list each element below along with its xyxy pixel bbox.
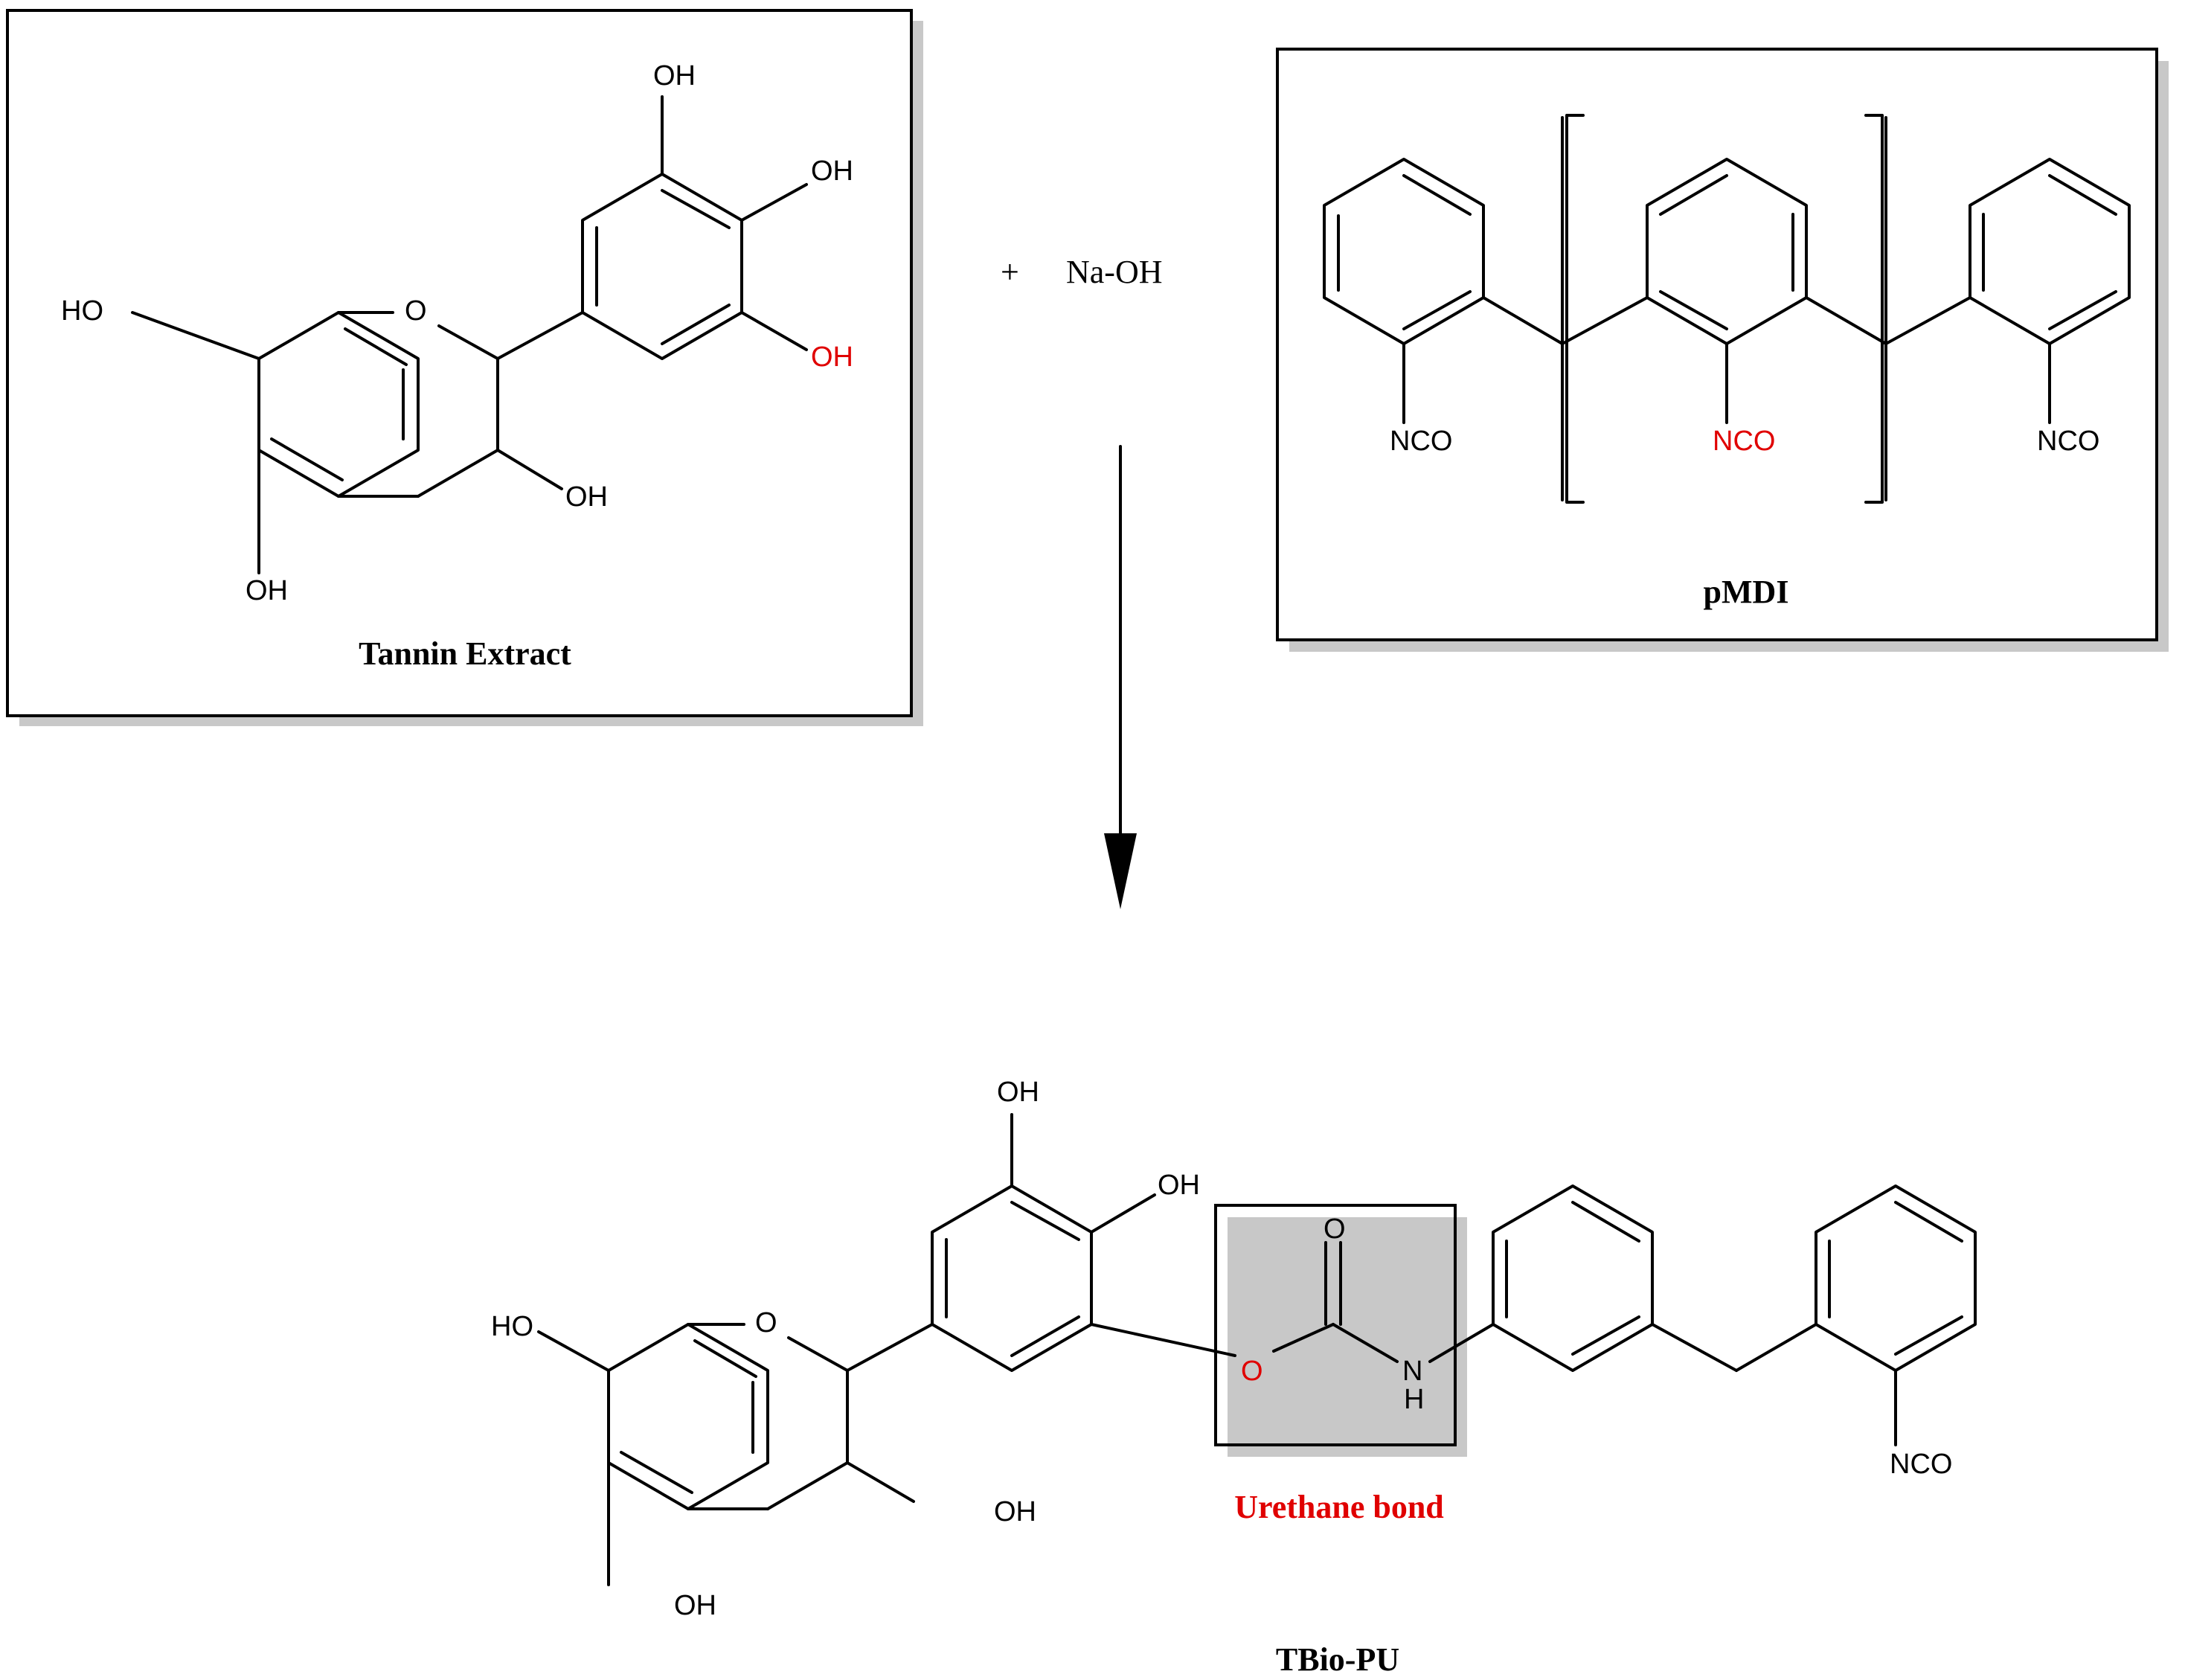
product-ester-oxygen: O [1241, 1356, 1263, 1387]
tannin-oh-bottom: OH [246, 575, 288, 606]
product-oh-mid: OH [1158, 1170, 1200, 1201]
tannin-oh-right: OH [811, 156, 853, 187]
pmdi-caption: pMDI [1704, 574, 1789, 610]
product-nh-hydrogen: H [1404, 1384, 1424, 1415]
product-ring-oxygen: O [755, 1307, 777, 1338]
product-oh-left: HO [491, 1311, 533, 1342]
pmdi-panel: NCO NCO NCO pMDI [1276, 48, 2169, 652]
tannin-oh-reactive: OH [811, 342, 853, 373]
pmdi-nco-right: NCO [2037, 426, 2099, 457]
product-oh-bottom: OH [674, 1590, 716, 1621]
tbio-pu-product: OH OH O O HO O N H OH OH NCO Urethane bo… [491, 1077, 1977, 1678]
tannin-structure [131, 95, 808, 574]
product-nco: NCO [1890, 1449, 1952, 1480]
tannin-oh-top: OH [653, 60, 696, 92]
pmdi-nco-reactive: NCO [1713, 426, 1775, 457]
product-carbonyl-oxygen: O [1323, 1213, 1346, 1245]
plus-sign: + [1001, 254, 1019, 290]
pmdi-nco-left: NCO [1390, 426, 1452, 457]
urethane-bond-box [1214, 1204, 1457, 1446]
tannin-extract-panel: OH OH OH O HO OH OH Tannin Extract [6, 9, 923, 726]
product-oh-top: OH [997, 1077, 1039, 1108]
tannin-oh-c3: OH [565, 481, 608, 513]
tannin-oh-left: HO [61, 295, 103, 327]
product-structure [537, 1113, 1977, 1586]
product-caption: TBio-PU [1276, 1641, 1399, 1678]
pmdi-structure [1323, 114, 2131, 504]
urethane-bond-label: Urethane bond [1234, 1489, 1444, 1525]
tannin-caption: Tannin Extract [359, 635, 571, 672]
product-nitrogen: N [1402, 1356, 1422, 1387]
product-oh-c3: OH [994, 1496, 1036, 1527]
tannin-ring-oxygen: O [405, 295, 427, 327]
catalyst-label: Na-OH [1066, 254, 1163, 290]
reaction-arrow [1104, 445, 1137, 909]
